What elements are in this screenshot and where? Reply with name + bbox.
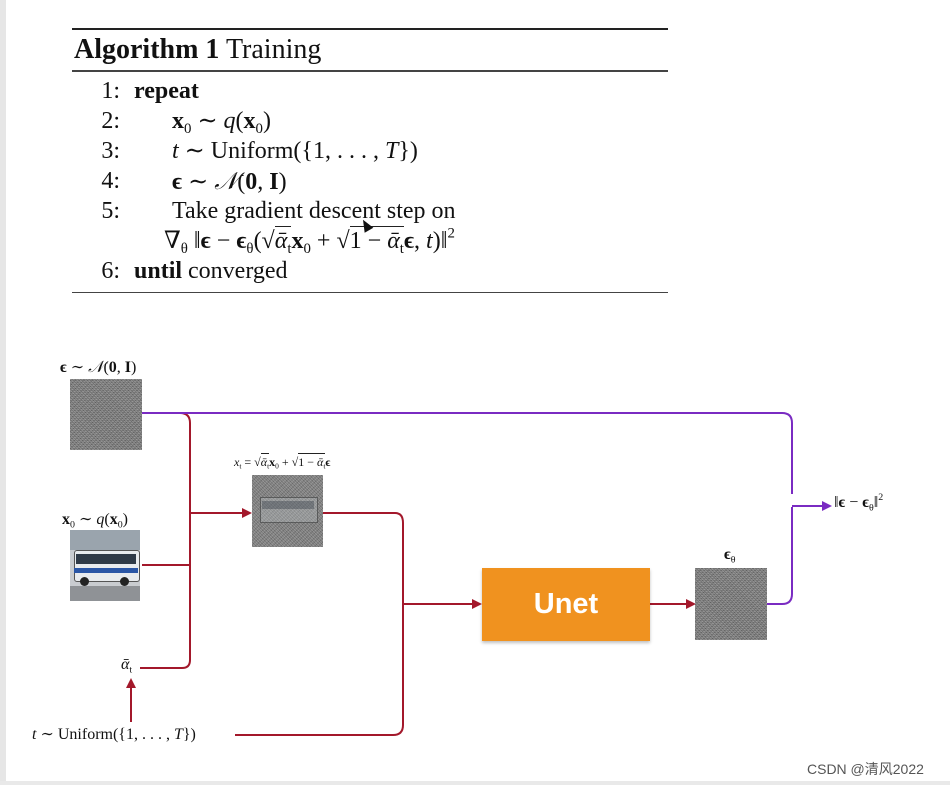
line-number: 5: xyxy=(101,197,120,224)
bus-wheel xyxy=(80,577,89,586)
until-condition: converged xyxy=(188,257,288,284)
noise-image xyxy=(70,379,142,450)
screen-border-left xyxy=(0,0,6,785)
algorithm-top-rule xyxy=(72,28,668,30)
watermark: CSDN @清风2022 xyxy=(807,761,924,777)
noise-label: ϵ ∼ 𝒩(0, I) xyxy=(60,357,137,376)
algorithm-line-1: 1: repeat xyxy=(72,76,668,106)
noisy-bus-image xyxy=(252,475,323,547)
algorithm-line-4: 4: ϵ ∼ 𝒩(0, I) xyxy=(72,166,668,196)
bus-image xyxy=(70,530,140,601)
line-math: x0 ∼ q(x0) xyxy=(172,107,271,137)
bus-stripe xyxy=(74,568,138,573)
line-number: 6: xyxy=(101,257,120,284)
line-math: t ∼ Uniform({1, . . . , T}) xyxy=(172,137,418,164)
eps-theta-label: ϵθ xyxy=(724,546,736,566)
xt-label: xt = √ᾱtx0 + √1 − ᾱtϵ xyxy=(234,453,331,471)
algorithm-line-3: 3: t ∼ Uniform({1, . . . , T}) xyxy=(72,136,668,166)
bus-windows xyxy=(76,554,136,564)
line-number: 1: xyxy=(101,77,120,104)
algorithm-line-5-continued: ∇θ ‖ϵ − ϵθ(√ᾱtx0 + √1 − ᾱtϵ, t)‖2 xyxy=(72,225,668,257)
noisy-bus-body xyxy=(260,497,318,523)
algorithm-label: Algorithm 1 xyxy=(74,34,220,65)
line-number: 3: xyxy=(101,137,120,164)
algorithm-bottom-rule xyxy=(72,291,668,293)
t-sampling-label: t ∼ Uniform({1, . . . , T}) xyxy=(32,726,196,743)
algorithm-name: Training xyxy=(225,34,322,65)
algorithm-lines: 1: repeat 2: x0 ∼ q(x0) 3: t ∼ Uniform({… xyxy=(72,72,668,292)
road xyxy=(70,586,140,601)
line-math: ϵ ∼ 𝒩(0, I) xyxy=(172,166,287,195)
algorithm-box: Algorithm 1 Training 1: repeat 2: x0 ∼ q… xyxy=(72,28,668,293)
algorithm-line-6: 6: until converged xyxy=(72,256,668,286)
algorithm-title: Algorithm 1 Training xyxy=(72,30,668,70)
x0-label: x0 ∼ q(x0) xyxy=(62,511,128,531)
xt-to-unet-connector xyxy=(235,512,404,736)
noise-to-loss-connector xyxy=(142,412,793,494)
algorithm-line-2: 2: x0 ∼ q(x0) xyxy=(72,106,668,137)
line-text: until converged xyxy=(134,256,288,286)
line-number: 2: xyxy=(101,107,120,134)
eps-theta-image xyxy=(695,568,767,640)
unet-block: Unet xyxy=(482,568,650,641)
alpha-label: ᾱt xyxy=(121,656,133,676)
line-number: 4: xyxy=(101,167,120,194)
eps-theta-to-loss-connector xyxy=(767,507,793,605)
until-keyword: until xyxy=(134,257,183,284)
bus-wheel xyxy=(120,577,129,586)
repeat-keyword: repeat xyxy=(134,77,199,104)
noisy-bus-windows xyxy=(262,501,314,509)
algorithm-line-5: 5: Take gradient descent step on xyxy=(72,196,668,226)
noise-branch-down xyxy=(140,412,191,669)
screen-border-bottom xyxy=(0,781,950,785)
loss-label: ‖ϵ − ϵθ‖2 xyxy=(834,492,884,514)
line-text: Take gradient descent step on xyxy=(172,197,456,224)
loss-expression: ∇θ ‖ϵ − ϵθ(√ᾱtx0 + √1 − ᾱtϵ, t)‖2 xyxy=(164,225,455,257)
algorithm-header-rule xyxy=(72,70,668,72)
